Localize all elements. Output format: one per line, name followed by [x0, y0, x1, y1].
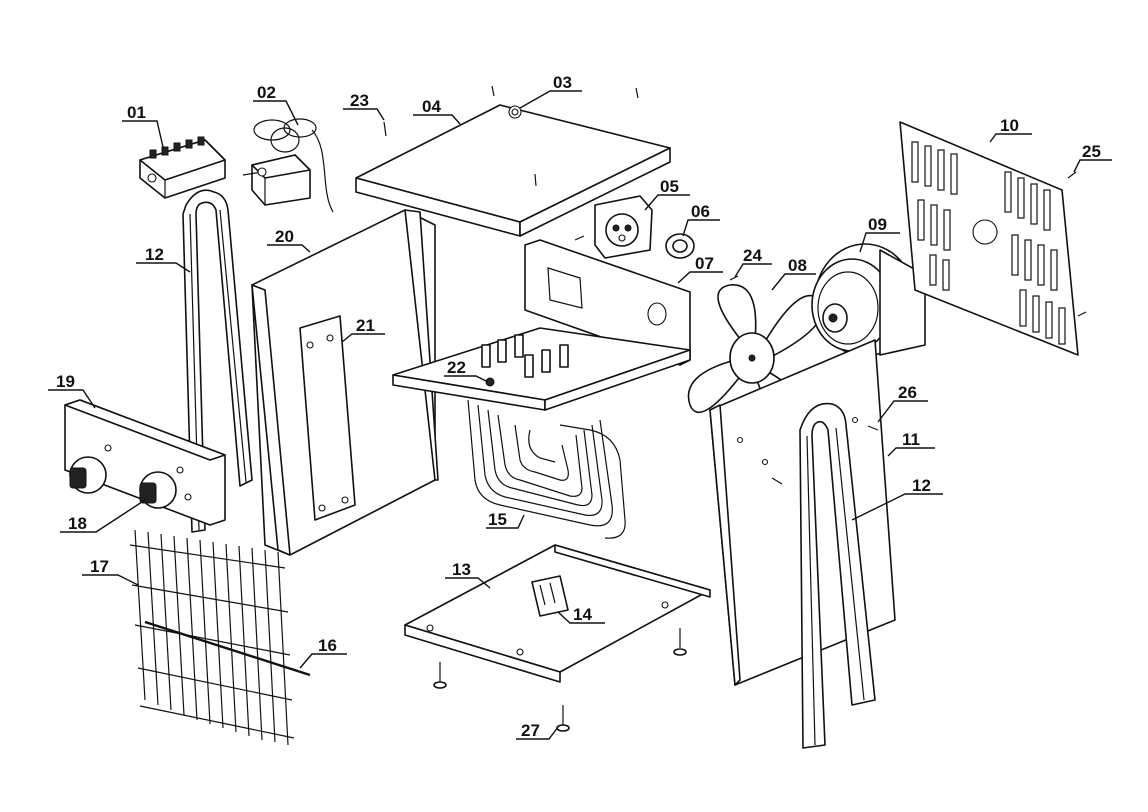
- callout-23: 23: [343, 91, 385, 121]
- callout-04: 04: [413, 97, 461, 125]
- part-front-grille: [129, 529, 311, 746]
- callout-10: 10: [989, 116, 1032, 143]
- svg-text:16: 16: [318, 636, 337, 655]
- svg-text:06: 06: [691, 202, 710, 221]
- part-clip: [531, 575, 569, 617]
- part-grommet: [665, 233, 695, 259]
- svg-text:05: 05: [660, 177, 679, 196]
- part-control-panel: [64, 399, 226, 526]
- callout-03: 03: [519, 73, 582, 109]
- svg-text:25: 25: [1082, 142, 1101, 161]
- callout-18: 18: [60, 499, 146, 533]
- callout-25: 25: [1073, 142, 1112, 173]
- svg-text:27: 27: [521, 721, 540, 740]
- callout-06: 06: [682, 202, 720, 237]
- svg-text:12: 12: [145, 245, 164, 264]
- svg-text:09: 09: [868, 215, 887, 234]
- svg-text:01: 01: [127, 103, 146, 122]
- svg-text:26: 26: [898, 383, 917, 402]
- svg-text:07: 07: [695, 254, 714, 273]
- part-switch: [139, 136, 226, 199]
- svg-text:13: 13: [452, 560, 471, 579]
- callout-14: 14: [557, 605, 605, 624]
- part-left-panel: [251, 209, 439, 556]
- svg-text:04: 04: [422, 97, 441, 116]
- svg-text:22: 22: [447, 358, 466, 377]
- svg-text:12: 12: [912, 476, 931, 495]
- part-top-panel: [355, 104, 671, 237]
- callout-19: 19: [48, 372, 96, 409]
- callout-22: 22: [444, 358, 489, 383]
- callout-07: 07: [677, 254, 723, 284]
- part-heating-elements: [467, 399, 626, 539]
- callout-12-right: 12: [851, 476, 943, 521]
- callout-11: 11: [887, 430, 935, 457]
- callout-20: 20: [267, 227, 311, 253]
- callout-13: 13: [445, 560, 491, 589]
- svg-text:11: 11: [902, 430, 920, 449]
- callout-17: 17: [82, 557, 139, 586]
- callout-15: 15: [486, 510, 525, 529]
- part-handle-right: [799, 402, 876, 749]
- svg-text:02: 02: [257, 83, 276, 102]
- part-inner-plate: [299, 315, 356, 521]
- svg-text:08: 08: [788, 256, 807, 275]
- svg-text:03: 03: [553, 73, 572, 92]
- callout-24: 24: [734, 246, 772, 278]
- callout-26: 26: [877, 383, 928, 423]
- screws-misc: [574, 171, 1087, 317]
- screws-top: [383, 85, 639, 187]
- callout-01: 01: [122, 103, 164, 148]
- callout-09: 09: [859, 215, 900, 253]
- callout-02: 02: [253, 83, 299, 126]
- svg-text:20: 20: [275, 227, 294, 246]
- svg-text:21: 21: [356, 316, 375, 335]
- part-thermostat: [242, 118, 334, 213]
- callout-08: 08: [771, 256, 816, 291]
- part-rod: [144, 620, 311, 677]
- part-motor: [811, 243, 926, 357]
- svg-text:24: 24: [743, 246, 762, 265]
- svg-text:18: 18: [68, 514, 87, 533]
- callout-05: 05: [644, 177, 690, 211]
- callout-21: 21: [341, 316, 385, 343]
- svg-text:19: 19: [56, 372, 75, 391]
- svg-text:17: 17: [90, 557, 109, 576]
- callout-16: 16: [299, 636, 347, 669]
- part-element-bracket: [392, 239, 691, 411]
- part-socket: [594, 195, 653, 259]
- callout-12-left: 12: [136, 245, 191, 273]
- svg-text:14: 14: [573, 605, 592, 624]
- part-rear-grille: [899, 121, 1079, 356]
- svg-text:23: 23: [350, 91, 369, 110]
- svg-text:10: 10: [1000, 116, 1019, 135]
- part-bottom-panel: [404, 544, 711, 683]
- callout-27: 27: [516, 721, 559, 740]
- svg-text:15: 15: [488, 510, 507, 529]
